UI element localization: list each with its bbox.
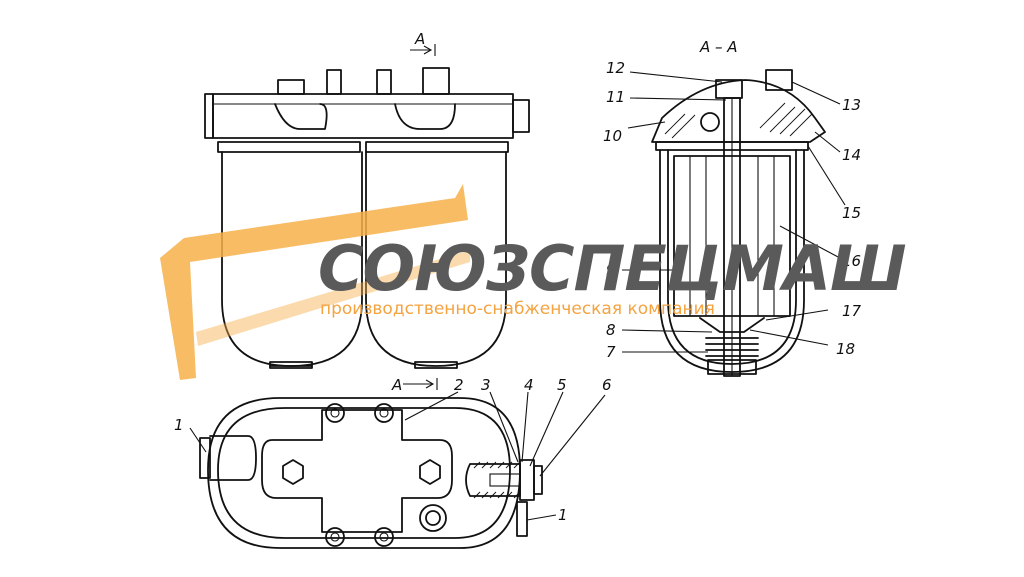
fitting-right [422,67,450,95]
watermark-subtitle: производственно-снабженческая компания [320,299,715,319]
callout-1b: 1 [558,506,568,524]
pipe-right [376,69,392,95]
pipe-left [326,69,342,95]
callout-6: 6 [602,376,612,394]
callout-2: 2 [454,376,464,394]
watermark-title: СОЮЗСПЕЦМАШ [318,232,906,305]
callout-17: 17 [842,302,862,320]
callout-numbers: 1 1 2 3 4 5 6 7 8 9 10 11 12 13 14 15 16… [174,59,862,524]
callout-15: 15 [842,204,861,222]
bottom-nut [707,359,757,375]
section-view: A – A [621,38,846,377]
bowl-right [365,151,507,367]
callout-14: 14 [842,146,861,164]
watermark: СОЮЗСПЕЦМАШ производственно-снабженческа… [160,184,907,380]
cover-outline [207,397,521,549]
callout-10: 10 [603,127,622,145]
leaders-top-view [189,391,606,521]
callout-7: 7 [606,343,616,361]
front-view: A [204,30,530,369]
callout-16: 16 [842,252,861,270]
callout-1a: 1 [174,416,184,434]
callout-18: 18 [836,340,855,358]
spring [705,337,759,357]
filter-head [651,79,826,143]
callout-12: 12 [606,59,625,77]
filter-housing [212,93,514,139]
bowl-ring-right [365,141,509,153]
outlet-fitting [765,69,793,91]
callout-13: 13 [842,96,861,114]
section-mark-bottom: A [391,376,402,394]
callout-5: 5 [557,376,567,394]
callout-11: 11 [606,88,625,106]
callout-8: 8 [606,321,616,339]
section-mark-top: A [414,30,425,48]
leaders-section [621,71,846,353]
bowl-ring-left [217,141,361,153]
callout-4: 4 [524,376,534,394]
watermark-swoosh [160,184,468,380]
drain-plug [465,459,543,501]
cover-flange [261,409,453,533]
callout-9: 9 [606,261,616,279]
callout-3: 3 [481,376,491,394]
fitting-left [277,79,305,95]
bolts [282,403,447,547]
top-view: A [189,376,606,549]
section-title: A – A [699,38,738,56]
